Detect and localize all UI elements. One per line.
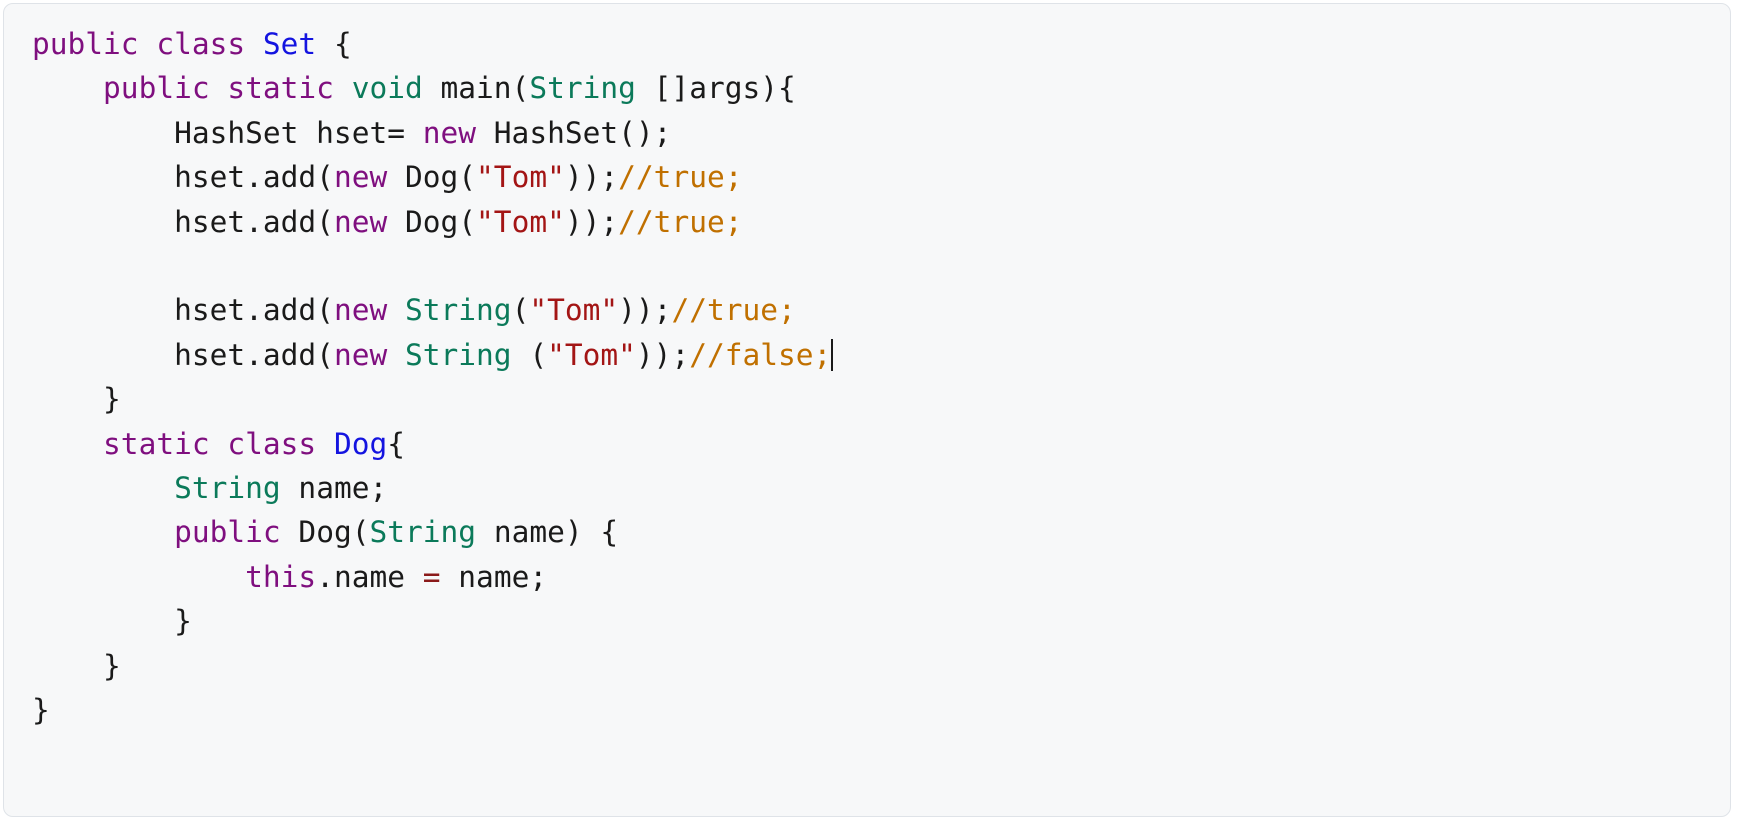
- code-token-kw: new: [333, 293, 388, 328]
- code-token-cmt: //true;: [671, 293, 796, 328]
- code-token-pl: HashSet();: [476, 115, 672, 150]
- code-token-pl: }: [32, 604, 192, 639]
- code-token-pl: hset.add(: [32, 160, 334, 195]
- code-token-pl: Dog(: [387, 204, 477, 239]
- code-token-pl: [32, 471, 174, 505]
- code-token-str: "Tom": [529, 293, 619, 328]
- code-line[interactable]: this.name = name;: [32, 555, 1730, 599]
- code-line[interactable]: hset.add(new Dog("Tom"));//true;: [32, 200, 1730, 244]
- code-token-cmt: //true;: [618, 160, 743, 195]
- code-token-pl: HashSet hset=: [32, 115, 423, 150]
- code-token-pl: [387, 293, 405, 327]
- code-token-pl: name;: [280, 471, 388, 506]
- code-token-kw: new: [333, 204, 388, 239]
- code-token-kw: static class: [103, 426, 334, 461]
- code-token-typ: String: [369, 515, 477, 550]
- code-token-pl: }: [32, 648, 121, 683]
- code-token-kw: new: [333, 160, 388, 195]
- code-content[interactable]: public class Set { public static void ma…: [4, 4, 1730, 733]
- code-token-typ: void: [351, 71, 423, 106]
- code-token-pl: ));: [564, 160, 619, 195]
- code-line[interactable]: hset.add(new Dog("Tom"));//true;: [32, 155, 1730, 199]
- code-token-typ: String: [405, 293, 512, 328]
- code-token-cls: Dog: [333, 426, 388, 461]
- code-token-pl: Dog(: [387, 160, 477, 195]
- code-line[interactable]: public Dog(String name) {: [32, 510, 1730, 554]
- code-line[interactable]: [32, 244, 1730, 288]
- code-token-pl: main(: [422, 71, 530, 106]
- code-token-kw: new: [333, 337, 388, 372]
- code-line[interactable]: String name;: [32, 466, 1730, 510]
- code-token-pl: {: [387, 426, 405, 461]
- code-token-str: "Tom": [476, 204, 565, 239]
- code-token-pl: hset.add(: [32, 337, 334, 372]
- code-token-pl: .name: [316, 559, 423, 594]
- code-token-pl: ));: [635, 337, 690, 372]
- code-token-typ: String: [529, 71, 636, 106]
- code-token-kw: this: [245, 559, 317, 594]
- code-token-pl: [32, 71, 103, 105]
- code-token-str: "Tom": [476, 160, 565, 195]
- code-line[interactable]: static class Dog{: [32, 422, 1730, 466]
- code-token-typ: String: [174, 471, 281, 506]
- code-token-op: =: [422, 559, 441, 594]
- code-token-typ: String: [405, 337, 512, 372]
- code-token-cmt: //true;: [618, 204, 743, 239]
- code-token-pl: }: [32, 382, 121, 417]
- code-token-pl: hset.add(: [32, 293, 334, 328]
- code-token-kw: public class: [32, 27, 263, 61]
- code-token-cmt: //false;: [689, 337, 832, 372]
- code-line[interactable]: }: [32, 599, 1730, 643]
- code-token-pl: }: [32, 693, 50, 728]
- code-token-str: "Tom": [547, 337, 636, 372]
- code-line[interactable]: public static void main(String []args){: [32, 66, 1730, 110]
- code-token-pl: [387, 338, 405, 372]
- text-caret: [831, 338, 834, 371]
- code-token-pl: [32, 560, 245, 594]
- code-token-pl: Dog(: [280, 515, 370, 550]
- code-token-pl: (: [511, 293, 530, 328]
- code-token-kw: new: [422, 115, 477, 150]
- code-line[interactable]: }: [32, 377, 1730, 421]
- code-token-pl: []args){: [635, 71, 796, 106]
- code-token-pl: hset.add(: [32, 204, 334, 239]
- code-token-kw: public static: [103, 71, 352, 106]
- code-token-pl: name) {: [476, 515, 619, 550]
- code-token-cls: Set: [262, 27, 317, 61]
- code-editor-panel[interactable]: public class Set { public static void ma…: [3, 3, 1731, 817]
- code-token-pl: (: [511, 337, 548, 372]
- code-line[interactable]: }: [32, 688, 1730, 732]
- code-token-pl: ));: [564, 204, 619, 239]
- code-token-kw: public: [174, 515, 281, 550]
- code-line[interactable]: HashSet hset= new HashSet();: [32, 111, 1730, 155]
- code-token-pl: name;: [440, 559, 548, 594]
- code-token-pl: ));: [618, 293, 672, 328]
- code-line[interactable]: public class Set {: [32, 22, 1730, 66]
- code-token-pl: [32, 427, 103, 461]
- code-line[interactable]: hset.add(new String ("Tom"));//false;: [32, 333, 1730, 377]
- code-line[interactable]: }: [32, 644, 1730, 688]
- code-token-pl: [32, 515, 174, 549]
- code-token-pl: {: [316, 27, 352, 61]
- code-line[interactable]: hset.add(new String("Tom"));//true;: [32, 288, 1730, 332]
